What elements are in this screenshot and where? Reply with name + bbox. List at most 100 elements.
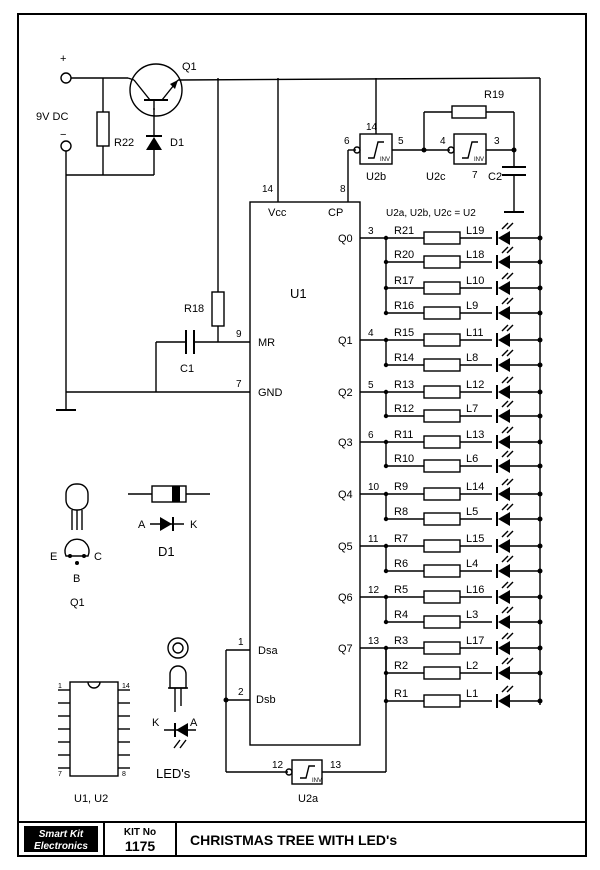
- led-icon: [498, 409, 510, 423]
- resistor-label: R12: [394, 403, 414, 415]
- u1-output-pin-num: 13: [368, 636, 380, 647]
- supply-plus-label: +: [60, 53, 66, 65]
- led-label: L2: [466, 660, 478, 672]
- led-icon: [498, 435, 510, 449]
- resistor-label: R11: [394, 429, 413, 441]
- brand-line1: Smart Kit: [39, 829, 84, 840]
- legend-ic-label: U1, U2: [74, 793, 108, 805]
- led-row: R8 L5: [386, 503, 543, 526]
- led-icon: [498, 666, 510, 680]
- brand-logo: [24, 826, 98, 852]
- legend-diode-a: A: [138, 519, 146, 531]
- u2c-inv-label: INV: [474, 157, 484, 163]
- resistor: [423, 333, 461, 347]
- u2b-vcc-pin: 14: [366, 122, 378, 133]
- u2b-label: U2b: [366, 171, 386, 183]
- u2a-out-pin: 13: [330, 760, 342, 771]
- led-label: L18: [466, 249, 484, 261]
- resistor-label: R1: [394, 688, 408, 700]
- u1-output-pin-num: 10: [368, 482, 380, 493]
- r18-label: R18: [184, 303, 204, 315]
- resistor: [423, 641, 461, 655]
- u1-output-q1: Q1: [338, 335, 353, 347]
- u2b-inv-label: INV: [380, 157, 390, 163]
- led-row: R17 L10: [386, 272, 543, 295]
- led-label: L19: [466, 225, 484, 237]
- kit-label: KIT No: [124, 827, 156, 838]
- c2-label: C2: [488, 171, 502, 183]
- legend-transistor-label: Q1: [70, 597, 85, 609]
- r22-label: R22: [114, 137, 134, 149]
- legend-diode-k: K: [190, 519, 198, 531]
- led-icon: [498, 385, 510, 399]
- u1-output-q6: Q6: [338, 592, 353, 604]
- led-icon: [498, 590, 510, 604]
- u1-output-q7: Q7: [338, 643, 353, 655]
- resistor-label: R20: [394, 249, 414, 261]
- minus-terminal: [60, 140, 72, 152]
- legend-ic-pin7: 7: [58, 771, 62, 778]
- led-label: L10: [466, 275, 484, 287]
- legend-transistor: E B C Q1: [50, 483, 102, 609]
- led-icon: [498, 615, 510, 629]
- resistor-label: R3: [394, 635, 408, 647]
- resistor-label: R21: [394, 225, 414, 237]
- resistor-label: R10: [394, 453, 414, 465]
- resistor-label: R7: [394, 533, 408, 545]
- u1-output-q4: Q4: [338, 489, 353, 501]
- legend-diode: A K D1: [128, 485, 210, 559]
- u1-output-q2: Q2: [338, 387, 353, 399]
- u1-pin-vcc: Vcc: [268, 207, 287, 219]
- led-icon: [498, 512, 510, 526]
- resistor-label: R9: [394, 481, 408, 493]
- r18-resistor: R18: [184, 291, 225, 342]
- resistor: [423, 512, 461, 526]
- u1-pin-dsb: Dsb: [256, 694, 276, 706]
- u1-output-pin-num: 3: [368, 226, 374, 237]
- resistor: [423, 281, 461, 295]
- supply-minus-label: −: [60, 129, 66, 141]
- led-label: L6: [466, 453, 478, 465]
- led-label: L12: [466, 379, 484, 391]
- resistor: [423, 564, 461, 578]
- led-label: L11: [466, 327, 484, 339]
- resistor-label: R17: [394, 275, 414, 287]
- led-label: L5: [466, 506, 478, 518]
- legend-ic: 1 14 7 8 U1, U2: [58, 681, 130, 805]
- u1-pin-cp-num: 8: [340, 184, 346, 195]
- u1-pin-gnd-num: 7: [236, 379, 242, 390]
- legend-transistor-e: E: [50, 551, 57, 563]
- led-icon: [498, 539, 510, 553]
- legend-led: K A LED's: [152, 637, 198, 781]
- u2a-gate: INV 12 13 U2a: [272, 759, 342, 805]
- u1-output-pin-num: 5: [368, 380, 374, 391]
- resistor: [423, 694, 461, 708]
- legend-transistor-c: C: [94, 551, 102, 563]
- plus-terminal: [60, 72, 72, 84]
- resistor: [423, 358, 461, 372]
- legend-led-k: K: [152, 717, 160, 729]
- kit-number: 1175: [125, 838, 156, 854]
- resistor-label: R13: [394, 379, 414, 391]
- u2c-gnd-pin: 7: [472, 170, 478, 181]
- led-label: L16: [466, 584, 484, 596]
- u2a-label: U2a: [298, 793, 319, 805]
- led-label: L14: [466, 481, 484, 493]
- resistor-label: R8: [394, 506, 408, 518]
- led-label: L8: [466, 352, 478, 364]
- sheet-border: [17, 13, 587, 857]
- u1-output-q0: Q0: [338, 233, 353, 245]
- u1-ic: U1 Vcc 14 CP 8 MR 9 GND 7 Dsa 1 Dsb 2: [236, 184, 361, 746]
- legend-ic-pin14: 14: [122, 683, 130, 690]
- led-label: L17: [466, 635, 484, 647]
- u2c-in-pin: 4: [440, 136, 446, 147]
- led-label: L13: [466, 429, 484, 441]
